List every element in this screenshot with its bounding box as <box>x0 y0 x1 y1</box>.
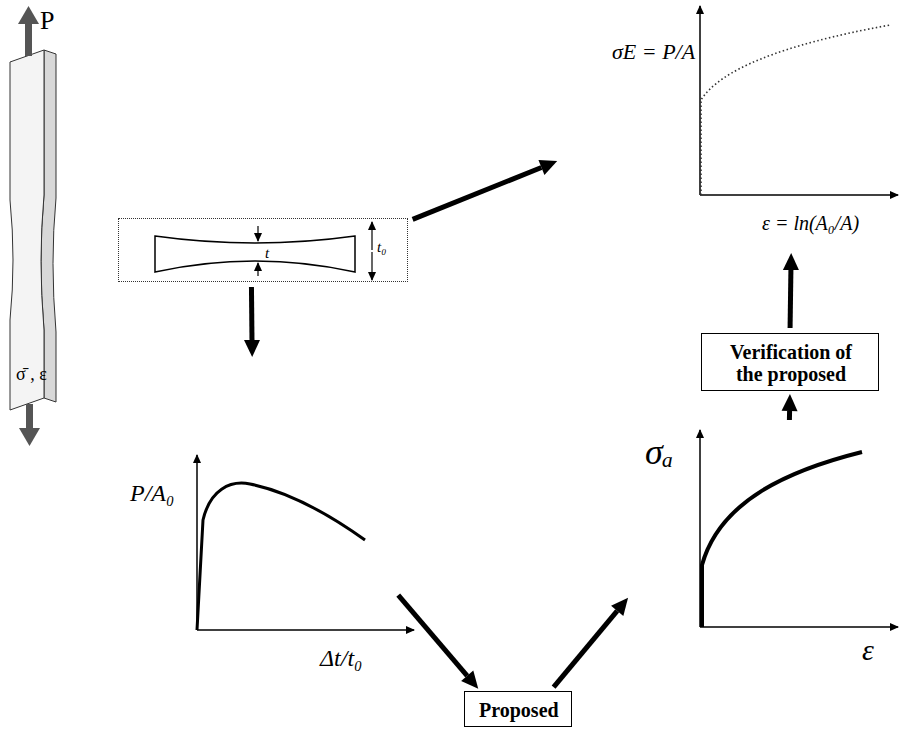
chart: σE = P/A ε = ln(A₀/A) <box>560 0 900 250</box>
box-label: Proposed <box>479 699 557 721</box>
force-label: P <box>40 8 54 34</box>
axis-label: ε <box>862 633 874 666</box>
chart-axes <box>700 6 898 195</box>
axis-label: P/A₀ <box>130 480 174 506</box>
flow-arrow <box>244 287 260 357</box>
axis-label: σ̄ , ε <box>16 365 47 385</box>
flow-arrow <box>398 595 478 689</box>
thickness-dimension <box>258 222 372 280</box>
stress-strain-curve <box>702 452 862 627</box>
specimen: σ̄ , ε <box>8 40 60 430</box>
flow-arrow <box>782 394 798 420</box>
specimen-plate <box>10 50 56 410</box>
chart: P/A₀ Δt/t₀ <box>115 360 395 700</box>
process-box: Proposed <box>464 691 572 727</box>
chart-axes <box>700 430 898 627</box>
flow-arrow <box>413 160 558 219</box>
axis-label: ε = ln(A₀/A) <box>762 212 859 234</box>
load-curve <box>197 483 365 630</box>
chart-axes <box>197 455 414 630</box>
axis-label: σE = P/A <box>612 40 695 64</box>
flow-arrow <box>554 598 628 687</box>
axis-label: t <box>265 245 269 262</box>
cross-section-box: t t₀ <box>118 218 408 282</box>
flow-arrow <box>783 253 799 328</box>
box-label: Verification of the proposed <box>716 341 866 385</box>
cross-section <box>155 236 355 272</box>
process-box: Verification of the proposed <box>701 333 879 391</box>
stress-strain-curve <box>701 25 890 195</box>
axis-label: σₐ <box>645 433 673 473</box>
axis-label: Δt/t₀ <box>320 645 362 671</box>
axis-label: t₀ <box>377 239 386 256</box>
chart: σₐ ε <box>630 425 900 700</box>
